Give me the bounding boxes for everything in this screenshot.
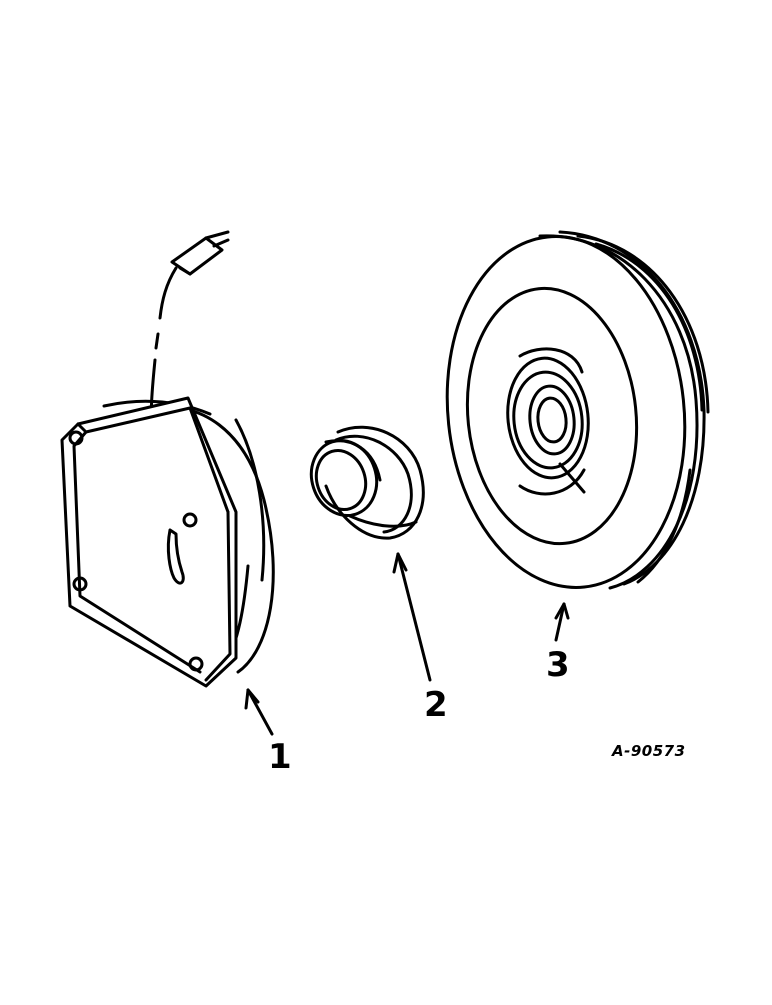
leader-lines xyxy=(244,552,570,736)
callout-1: 1 xyxy=(268,737,292,777)
screw-bottom-left xyxy=(72,576,88,592)
screw-bottom-right xyxy=(188,656,204,672)
leader-3-head xyxy=(554,602,570,620)
leader-1-head xyxy=(244,688,260,710)
bearing xyxy=(309,425,425,540)
screw-top-left xyxy=(68,430,84,446)
coil-wire xyxy=(158,266,178,320)
leader-2 xyxy=(396,552,432,682)
callout-3: 3 xyxy=(546,645,570,685)
pulley xyxy=(445,230,710,590)
callout-2: 2 xyxy=(424,685,448,725)
leader-1 xyxy=(246,688,274,736)
cover-plate xyxy=(60,396,238,688)
leader-2-head xyxy=(392,552,408,574)
screw-right xyxy=(182,512,198,528)
clutch-coil-housing xyxy=(60,230,275,688)
keyhole-slot xyxy=(166,528,185,585)
leader-3 xyxy=(554,602,566,642)
reference-code: A-90573 xyxy=(612,742,686,760)
